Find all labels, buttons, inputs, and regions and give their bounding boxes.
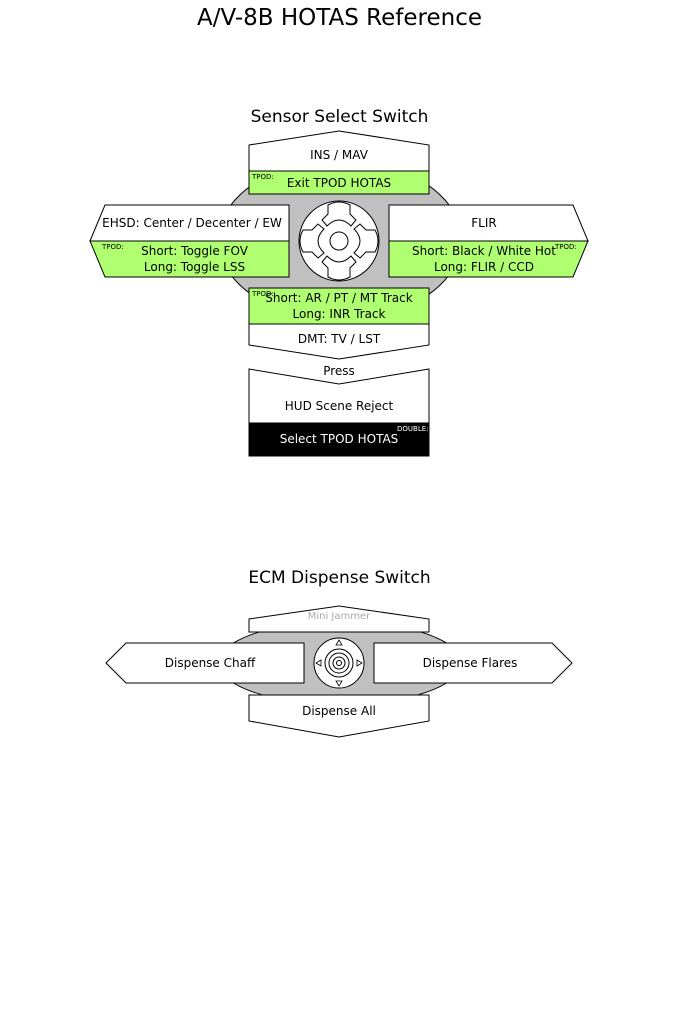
sensor-press-title: Press — [323, 364, 355, 378]
sensor-left-tpod-box — [89, 240, 290, 278]
page-title: A/V-8B HOTAS Reference — [196, 5, 483, 31]
sensor-up-box — [248, 130, 430, 172]
ecm-down-label: Dispense All — [302, 704, 376, 718]
sensor-press-double-box — [248, 422, 430, 457]
ecm-up-box — [248, 605, 430, 633]
sensor-up-tpod-tag: TPOD: — [252, 173, 274, 181]
sensor-down-label: DMT: TV / LST — [297, 332, 381, 346]
sensor-left-short: Short: Toggle FOV — [141, 244, 248, 258]
sensor-up-tpod-box — [248, 170, 430, 195]
ecm-right-label: Dispense Flares — [422, 656, 518, 670]
sensor-left-long: Long: Toggle LSS — [143, 260, 246, 274]
ecm-dispense-title: ECM Dispense Switch — [248, 568, 431, 588]
sensor-down-tpod-text: Short: AR / PT / MT Track Long: INR Trac… — [249, 290, 429, 322]
sensor-right-tpod-box — [388, 240, 589, 278]
sensor-up-tpod-label: Exit TPOD HOTAS — [286, 176, 392, 190]
sensor-down-tpod-box — [248, 287, 430, 325]
ecm-down-box — [248, 694, 430, 738]
sensor-up-label: INS / MAV — [310, 148, 368, 162]
ecm-left-label: Dispense Chaff — [164, 656, 256, 670]
sensor-press-double-tag: DOUBLE: — [397, 425, 429, 433]
sensor-right-tpod-text: Short: Black / White Hot Long: FLIR / CC… — [389, 243, 579, 275]
ecm-up-label: Mini Jammer — [307, 611, 371, 622]
sensor-right-tpod-tag: TPOD: — [555, 243, 577, 251]
sensor-down-tpod-tag: TPOD: — [252, 290, 274, 298]
sensor-right-short: Short: Black / White Hot — [412, 244, 556, 258]
sensor-left-label: EHSD: Center / Decenter / EW — [102, 216, 282, 230]
sensor-down-long: Long: INR Track — [292, 307, 386, 321]
concentric-button-icon — [313, 637, 365, 689]
sensor-press-double-label: Select TPOD HOTAS — [279, 432, 399, 446]
sensor-press-label: HUD Scene Reject — [284, 399, 394, 413]
sensor-right-long: Long: FLIR / CCD — [433, 260, 535, 274]
sensor-left-tpod-tag: TPOD: — [102, 243, 124, 251]
sensor-select-title: Sensor Select Switch — [250, 107, 429, 127]
four-way-hat-icon — [298, 200, 380, 282]
sensor-right-label: FLIR — [471, 216, 497, 230]
sensor-left-tpod-text: Short: Toggle FOV Long: Toggle LSS — [100, 243, 289, 275]
sensor-down-short: Short: AR / PT / MT Track — [265, 291, 413, 305]
sensor-down-box — [248, 323, 430, 360]
ecm-right-box — [373, 642, 573, 684]
ecm-left-box — [105, 642, 305, 684]
sensor-press-box — [248, 368, 430, 424]
